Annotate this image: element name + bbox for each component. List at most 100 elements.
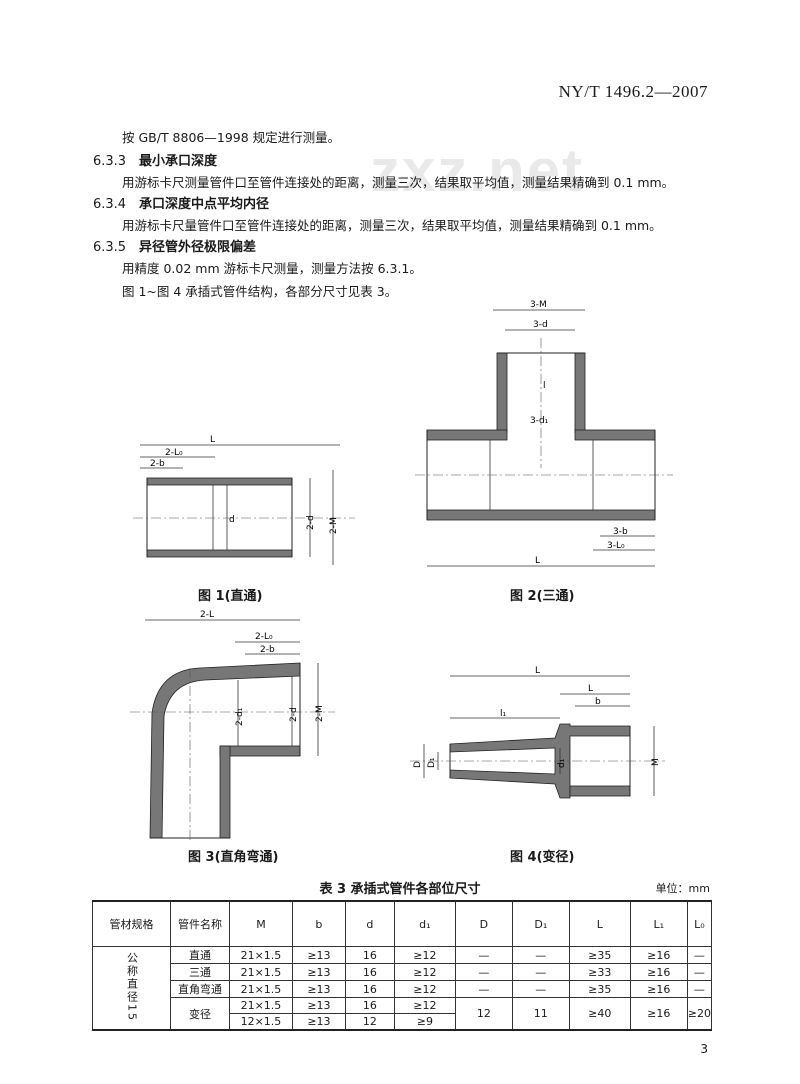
dim-label-l1: l₁ (500, 709, 507, 719)
dim-label-d1: 2-d₁ (235, 707, 245, 726)
header-cell: L₀ (686, 900, 713, 947)
table-title: 表 3 承插式管件各部位尺寸 (319, 882, 481, 897)
dim-label-M: 2-M (315, 705, 325, 722)
table-cell: ≥12 (393, 997, 456, 1014)
table-cell: ≥9 (393, 1013, 456, 1031)
dim-label-TL: 2-L₀ (165, 448, 183, 458)
section-6-3-3-heading: 6.3.3 最小承口深度 (93, 150, 217, 169)
table-cell: ≥35 (568, 980, 631, 998)
table-cell: — (511, 980, 570, 998)
table-cell: ≥13 (291, 963, 346, 981)
table-cell: 12 (454, 997, 513, 1031)
section-6-3-4-text: 用游标卡尺量管件口至管件连接处的距离，测量三次，结果取平均值，测量结果精确到 0… (122, 218, 662, 233)
dim-label-L: L (210, 435, 215, 445)
table-cell: ≥16 (629, 963, 688, 981)
dim-label-Lc: L (588, 684, 593, 694)
dim-label-D: D (413, 761, 423, 768)
paragraph-top: 按 GB/T 8806—1998 规定进行测量。 (122, 130, 341, 145)
table-cell: ≥16 (629, 946, 688, 964)
spec-label: 公称直径15 (125, 951, 139, 1022)
table-cell: 16 (344, 997, 395, 1014)
section-title: 最小承口深度 (139, 154, 218, 169)
header-cell: M (228, 900, 293, 947)
main-wall-bottom (426, 509, 656, 521)
header-cell: d₁ (393, 900, 456, 947)
dim-label-L0: 3-L₀ (607, 541, 625, 551)
table-cell: — (511, 963, 570, 981)
dim-label-d1: 2-d (306, 515, 316, 530)
table-cell: — (454, 946, 513, 964)
dim-label-l: l (543, 381, 546, 391)
table-cell: 变径 (170, 997, 230, 1031)
dim-label-L: L (535, 556, 540, 566)
dim-label-d1: d₁ (557, 758, 567, 768)
header-cell: L (568, 900, 631, 947)
table-cell: 12 (344, 1013, 395, 1031)
dim-label-d: d (229, 515, 235, 525)
figure-3-elbow: 2-L 2-L₀ 2-b 2-d₁ 2-d 2-M (130, 610, 335, 840)
table-cell: 直角弯通 (170, 980, 230, 998)
header-cell: D (454, 900, 513, 947)
dim-label-L: 2-L (200, 610, 214, 620)
table-cell: ≥12 (393, 963, 456, 981)
table-cell: — (686, 980, 713, 998)
dim-label-L0: 2-L₀ (255, 632, 273, 642)
table-cell: ≥20 (686, 997, 713, 1031)
table-header-row: 管材规格 管件名称 M b d d₁ D D₁ L L₁ L₀ (92, 900, 713, 947)
figure-1-caption: 图 1(直通) (198, 589, 263, 604)
table-cell: — (511, 946, 570, 964)
dimension-table: 管材规格 管件名称 M b d d₁ D D₁ L L₁ L₀ 公称直径15 直… (92, 900, 713, 1031)
table-cell: 三通 (170, 963, 230, 981)
dim-label-D1: D₁ (427, 757, 437, 768)
elbow-wall-inner-v (219, 745, 231, 839)
table-cell: — (454, 980, 513, 998)
section-number: 6.3.5 (93, 240, 127, 255)
figure-1-straight-coupling: L 2-L₀ 2-b d 2-d 2-M (133, 435, 355, 565)
table-unit: 单位：mm (655, 882, 710, 895)
table-cell: 16 (344, 946, 395, 964)
reducer-socket-bottom (569, 785, 631, 797)
header-cell: d (344, 900, 395, 947)
branch-wall-right (574, 352, 586, 434)
dim-label-b: 2-b (150, 459, 165, 469)
table-cell: 21×1.5 (228, 963, 293, 981)
figure-intro-text: 图 1~图 4 承插式管件结构，各部分尺寸见表 3。 (122, 284, 398, 299)
section-title: 异径管外径极限偏差 (139, 240, 257, 255)
table-cell: ≥12 (393, 980, 456, 998)
watermark: zxz.net (370, 137, 585, 204)
dim-label-b: 2-b (260, 645, 275, 655)
section-6-3-3-text: 用游标卡尺测量管件口至管件连接处的距离，测量三次，结果取平均值，测量结果精确到 … (122, 175, 675, 190)
table-cell: 21×1.5 (228, 997, 293, 1014)
table-cell: 16 (344, 963, 395, 981)
dim-label-d1: 3-d₁ (530, 416, 549, 426)
table-cell: ≥33 (568, 963, 631, 981)
section-number: 6.3.3 (93, 154, 127, 169)
table-cell: ≥13 (291, 946, 346, 964)
dim-label-M: M (651, 758, 661, 766)
section-6-3-5-text: 用精度 0.02 mm 游标卡尺测量，测量方法按 6.3.1。 (122, 261, 422, 276)
section-6-3-4-heading: 6.3.4 承口深度中点平均内径 (93, 193, 269, 212)
pipe-wall-bottom (146, 549, 293, 558)
figure-2-caption: 图 2(三通) (510, 589, 575, 604)
table-cell: ≥13 (291, 980, 346, 998)
section-title: 承口深度中点平均内径 (139, 197, 270, 212)
section-number: 6.3.4 (93, 197, 127, 212)
table-cell: ≥16 (629, 997, 688, 1031)
table-cell: 21×1.5 (228, 946, 293, 964)
table-cell: 12×1.5 (228, 1013, 293, 1031)
elbow-wall-inner-h (219, 745, 301, 757)
table-cell: ≥13 (291, 997, 346, 1014)
table-cell: ≥12 (393, 946, 456, 964)
table-cell: 16 (344, 980, 395, 998)
table-cell: 11 (511, 997, 570, 1031)
table-cell: ≥35 (568, 946, 631, 964)
dim-label-M: 2-M (329, 517, 339, 534)
dim-label-L: L (535, 666, 540, 676)
header-cell: 管材规格 (92, 900, 171, 947)
table-cell: ≥40 (568, 997, 631, 1031)
main-wall-top-left (426, 429, 508, 441)
figure-3-caption: 图 3(直角弯通) (188, 850, 279, 865)
figure-4-caption: 图 4(变径) (510, 850, 575, 865)
table-cell: — (686, 963, 713, 981)
dim-label-M: 3-M (530, 300, 547, 310)
